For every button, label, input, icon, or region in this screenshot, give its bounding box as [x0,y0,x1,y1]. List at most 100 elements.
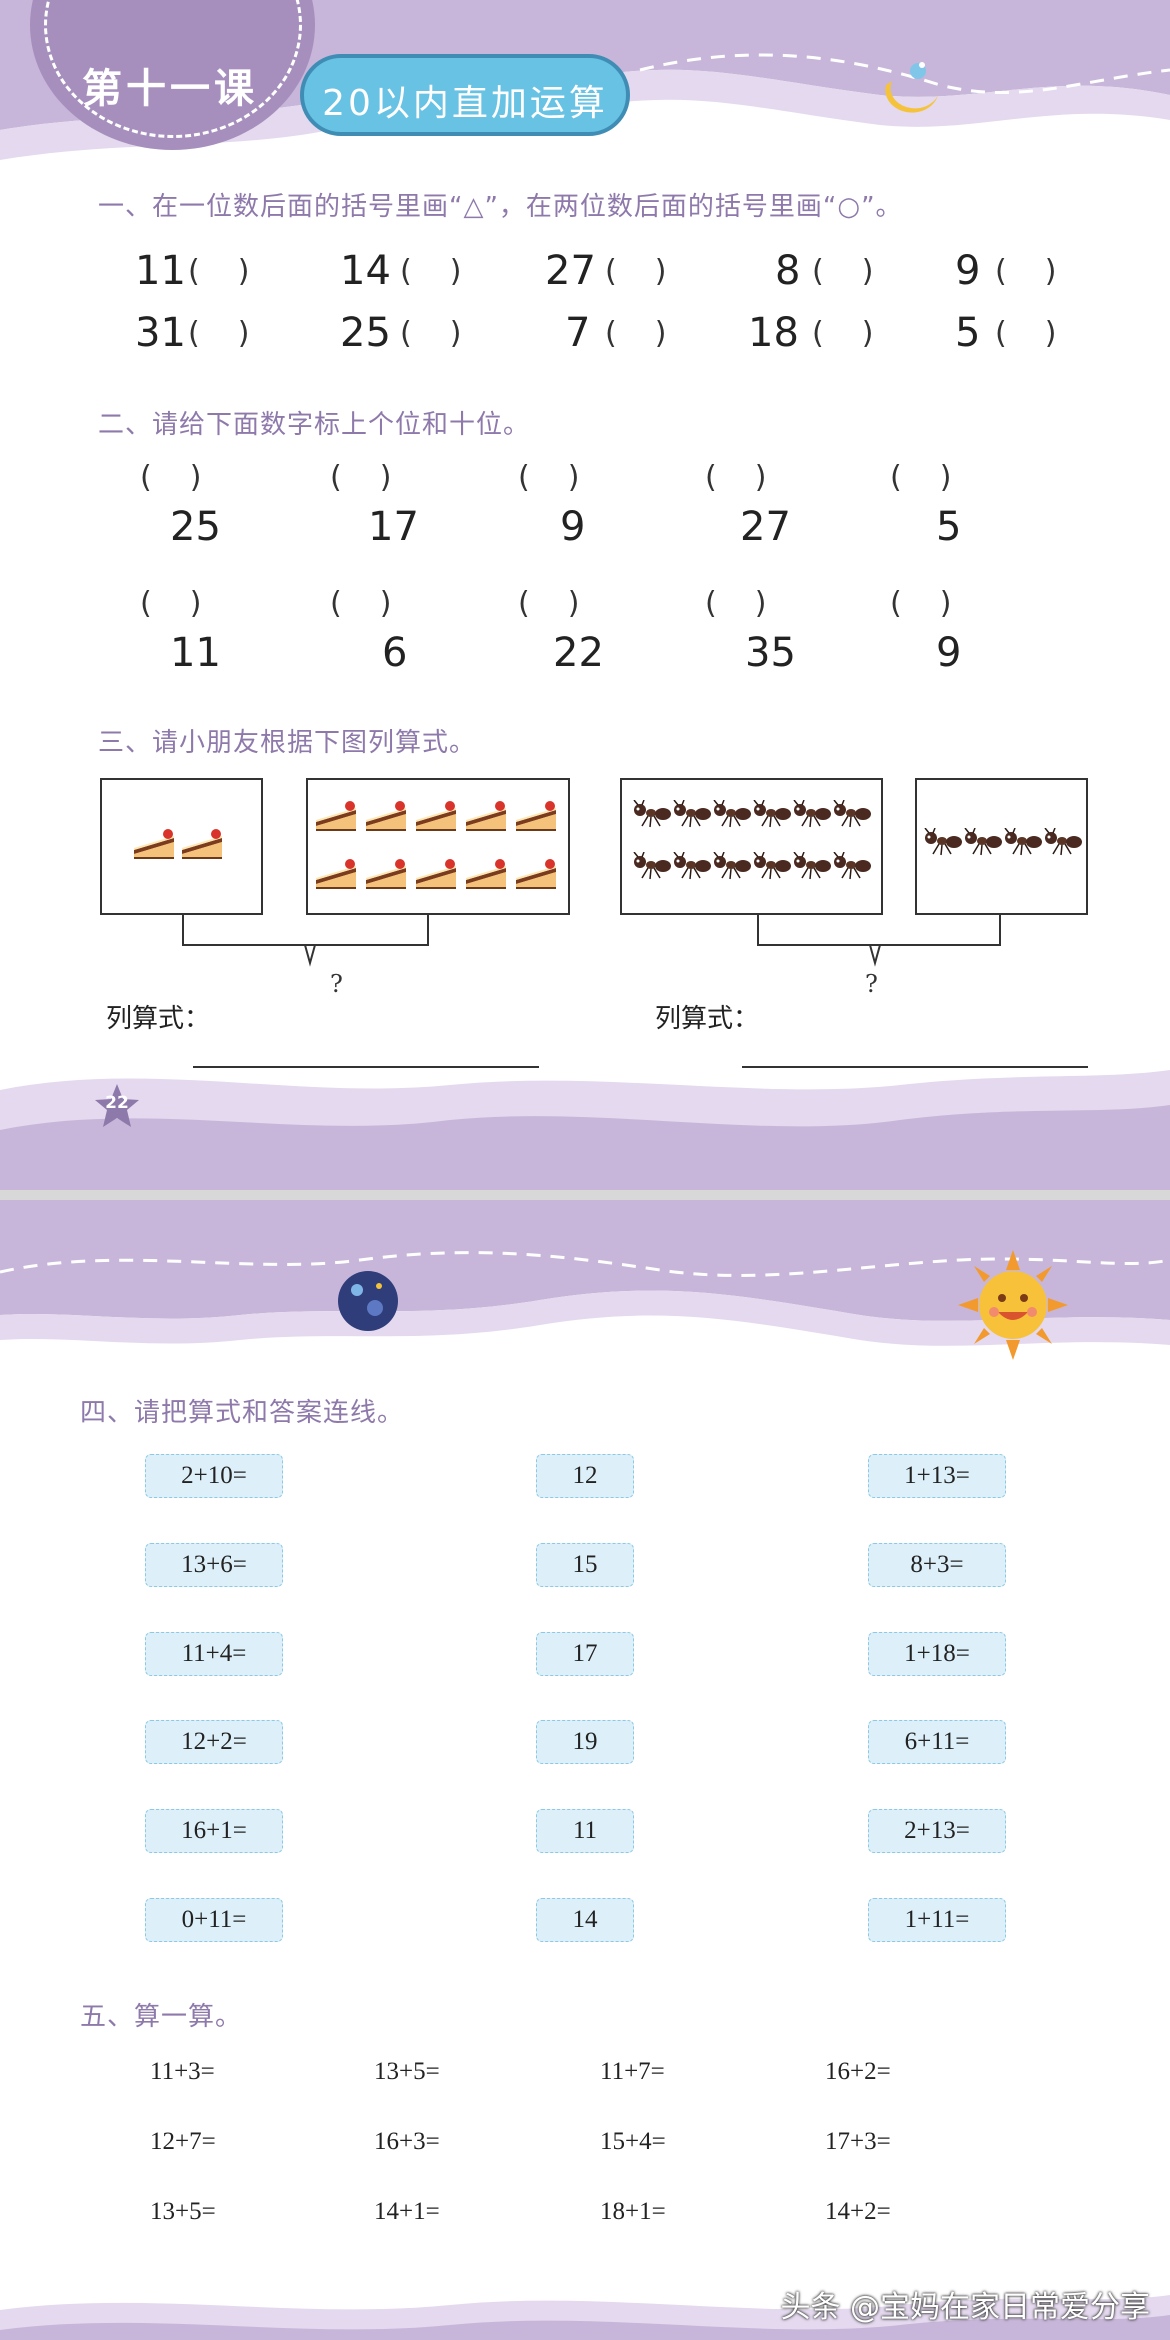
match-expression[interactable]: 2+10= [145,1454,283,1498]
calc-problem: 14+1= [374,2198,440,2225]
ant-icon [963,827,1003,856]
match-answer[interactable]: 17 [536,1632,634,1676]
calc-problem: 16+2= [825,2058,891,2085]
calc-problem: 13+5= [374,2058,440,2085]
page-number: 22 [105,1093,129,1113]
ant-icon [712,799,752,828]
place-value-bracket[interactable]: () [330,460,430,495]
place-value-bracket[interactable]: () [705,460,805,495]
number: 9 [936,630,962,676]
place-value-bracket[interactable]: () [518,460,618,495]
place-value-bracket[interactable]: () [518,586,618,621]
cake-slice-icon [464,800,508,834]
ant-icon [923,827,963,856]
page-divider [0,1190,1170,1200]
match-expression[interactable]: 13+6= [145,1543,283,1587]
calc-problem: 18+1= [600,2198,666,2225]
ant-icon [632,799,672,828]
formula-answer-line[interactable] [193,1066,539,1068]
answer-bracket[interactable]: () [400,316,500,351]
place-value-bracket[interactable]: () [890,586,990,621]
match-expression[interactable]: 2+13= [868,1809,1006,1853]
calc-problem: 16+3= [374,2128,440,2155]
number: 5 [955,310,981,356]
match-answer[interactable]: 12 [536,1454,634,1498]
answer-bracket[interactable]: () [188,316,288,351]
ant-icon [832,799,872,828]
number: 8 [775,248,801,294]
ant-brace [757,915,1001,967]
number: 11 [135,248,186,294]
answer-bracket[interactable]: () [995,254,1095,289]
page-number-star-icon [95,1084,139,1127]
ant-icon [752,851,792,880]
ant-icon [832,851,872,880]
match-expression[interactable]: 11+4= [145,1632,283,1676]
answer-bracket[interactable]: () [995,316,1095,351]
calc-problem: 13+5= [150,2198,216,2225]
formula-answer-line[interactable] [742,1066,1088,1068]
answer-bracket[interactable]: () [188,254,288,289]
ant-icon [1003,827,1043,856]
top-wave-banner-2 [0,1200,1170,1346]
cake-slice-icon [314,858,358,892]
lesson-title: 第十一课 [82,66,258,112]
section-2-title: 二、请给下面数字标上个位和十位。 [98,410,531,440]
cake-slice-icon [514,858,558,892]
match-expression[interactable]: 1+18= [868,1632,1006,1676]
number: 7 [565,310,591,356]
answer-bracket[interactable]: () [605,254,705,289]
match-expression[interactable]: 0+11= [145,1898,283,1942]
match-answer[interactable]: 15 [536,1543,634,1587]
ant-question-mark: ? [865,970,878,998]
section-5-title: 五、算一算。 [80,2002,243,2032]
topic-title: 20以内直加运算 [322,83,608,124]
section-4-title: 四、请把算式和答案连线。 [80,1398,405,1428]
cake-slice-icon [414,858,458,892]
match-expression[interactable]: 6+11= [868,1720,1006,1764]
number: 5 [936,504,962,550]
place-value-bracket[interactable]: () [140,460,240,495]
formula-label: 列算式： [106,1004,211,1034]
match-answer[interactable]: 14 [536,1898,634,1942]
ant-icon [792,851,832,880]
place-value-bracket[interactable]: () [140,586,240,621]
calc-problem: 11+3= [150,2058,215,2085]
bottom-wave-banner [0,1070,1170,1190]
match-expression[interactable]: 8+3= [868,1543,1006,1587]
moon-icon [885,62,938,113]
number: 9 [955,248,981,294]
match-answer[interactable]: 19 [536,1720,634,1764]
place-value-bracket[interactable]: () [705,586,805,621]
number: 35 [745,630,796,676]
answer-bracket[interactable]: () [605,316,705,351]
section-3-title: 三、请小朋友根据下图列算式。 [98,728,477,758]
number: 22 [553,630,604,676]
number: 11 [170,630,221,676]
calc-problem: 15+4= [600,2128,666,2155]
place-value-bracket[interactable]: () [330,586,430,621]
number: 9 [560,504,586,550]
bottom-wave-banner-2 [0,2295,1170,2340]
topic-banner: 20以内直加运算 [300,54,630,136]
ant-icon [672,799,712,828]
cake-slice-icon [364,858,408,892]
number: 31 [135,310,186,356]
match-expression[interactable]: 16+1= [145,1809,283,1853]
watermark: 头条 @宝妈在家日常爱分享 [780,2290,1150,2325]
worksheet-page-1: 第十一课 20以内直加运算 一、在一位数后面的括号里画“△”，在两位数后面的括号… [0,0,1170,1190]
match-expression[interactable]: 1+13= [868,1454,1006,1498]
ant-icon [792,799,832,828]
ant-icon [632,851,672,880]
place-value-bracket[interactable]: () [890,460,990,495]
answer-bracket[interactable]: () [812,316,912,351]
answer-bracket[interactable]: () [812,254,912,289]
cake-slice-icon [132,828,176,862]
match-expression[interactable]: 12+2= [145,1720,283,1764]
cake-slice-icon [180,828,224,862]
ant-icon [672,851,712,880]
answer-bracket[interactable]: () [400,254,500,289]
match-answer[interactable]: 11 [536,1809,634,1853]
number: 27 [740,504,791,550]
match-expression[interactable]: 1+11= [868,1898,1006,1942]
